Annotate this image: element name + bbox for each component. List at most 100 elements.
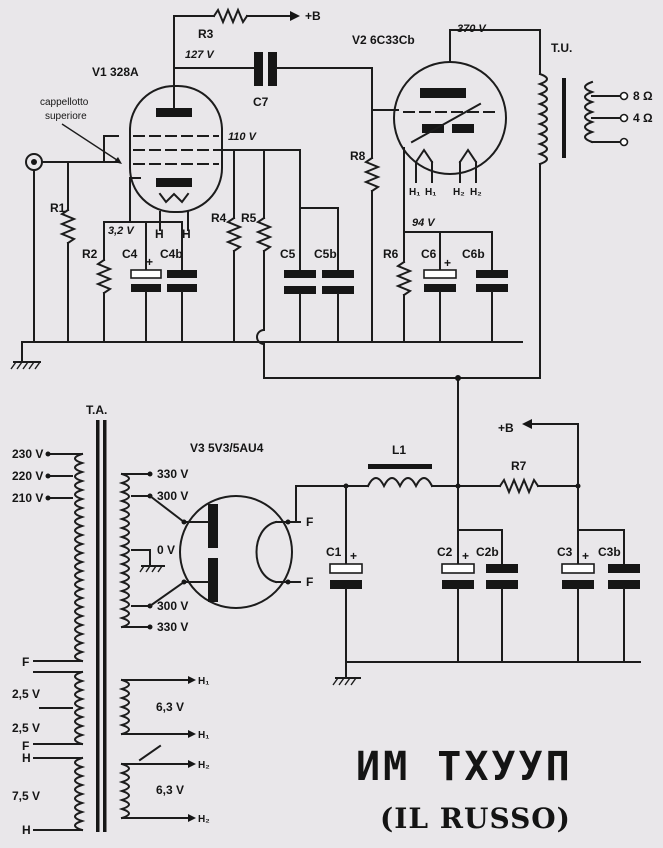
label-c6b: C6b <box>462 247 485 261</box>
label-r5: R5 <box>241 211 257 225</box>
ground-bus-lower <box>332 661 641 686</box>
bplus-bottom: +B <box>498 421 514 435</box>
note-line1: cappellotto <box>40 97 89 108</box>
label-tu: T.U. <box>551 41 572 55</box>
label-r2: R2 <box>82 247 98 261</box>
v2-h1-a: H₁ <box>409 187 420 198</box>
filament-winding-f: F 2,5 V 2,5 V F <box>12 655 86 753</box>
label-c3: C3 <box>557 545 573 559</box>
input-jack <box>25 153 105 343</box>
resistor-r1: R1 <box>50 161 77 343</box>
v3-f-top: F <box>306 515 313 529</box>
sec-h2-top: H₂ <box>198 760 210 771</box>
v2-cathode: 94 V R6 C6 + C6b <box>383 217 508 343</box>
choke-l1: L1 <box>366 443 501 489</box>
page-title: ИМ ТХУУП <box>356 744 573 790</box>
tube-v2: 370 V V2 6C33Cb H₁ H₁ H₂ H₂ <box>352 23 541 233</box>
tap-h-top: H <box>22 751 31 765</box>
tap-f-top: F <box>22 655 29 669</box>
v3-f-bottom: F <box>306 575 313 589</box>
tap-f-bottom: F <box>22 739 29 753</box>
primary-winding: 230 V 220 V 210 V <box>12 447 86 663</box>
filter-c2: C2 + C2b <box>437 485 518 663</box>
label-c7: C7 <box>253 95 269 109</box>
plus-c1: + <box>350 549 357 563</box>
label-r7: R7 <box>511 459 527 473</box>
label-r4: R4 <box>211 211 227 225</box>
v2-h2-a: H₂ <box>453 187 465 198</box>
tube-v3: V3 5V3/5AU4 F F <box>179 441 369 609</box>
tap-300-top: 300 V <box>157 489 188 503</box>
sec-h1-top: H₁ <box>198 676 209 687</box>
bplus-feed <box>263 375 541 487</box>
label-r1: R1 <box>50 201 66 215</box>
tube-v1: H H V1 328A <box>92 65 223 241</box>
tap-210: 210 V <box>12 491 43 505</box>
resistor-r8: R8 <box>350 67 399 343</box>
plus-c3: + <box>582 549 589 563</box>
v1-screen-network: 110 V R4 R5 C5 C5b <box>211 131 354 379</box>
tap-25a: 2,5 V <box>12 687 40 701</box>
sec-h1-bottom: H₁ <box>198 730 209 741</box>
v2-h1-b: H₁ <box>425 187 436 198</box>
label-r6: R6 <box>383 247 399 261</box>
label-v1: V1 328A <box>92 65 139 79</box>
label-c5b: C5b <box>314 247 337 261</box>
tap-220: 220 V <box>12 469 43 483</box>
tap-25b: 2,5 V <box>12 721 40 735</box>
heater-h-a: H <box>155 227 164 241</box>
v1-cathode: R2 3,2 V C4 + C4b <box>82 177 197 343</box>
voltage-110: 110 V <box>228 131 258 143</box>
label-ta: T.A. <box>86 403 107 417</box>
tap-75: 7,5 V <box>12 789 40 803</box>
note-line2: superiore <box>45 111 87 122</box>
plus-c2: + <box>462 549 469 563</box>
tap-330-top: 330 V <box>157 467 188 481</box>
tap-230: 230 V <box>12 447 43 461</box>
filter-c1: C1 + <box>326 483 363 663</box>
label-c2: C2 <box>437 545 453 559</box>
tap-0v: 0 V <box>157 543 175 557</box>
sec2-63v: 6,3 V <box>156 783 184 797</box>
label-l1: L1 <box>392 443 406 457</box>
label-c4: C4 <box>122 247 138 261</box>
heater-secondary-2: H₂ H₂ 6,3 V <box>118 744 210 825</box>
label-c1: C1 <box>326 545 342 559</box>
voltage-94: 94 V <box>412 217 436 229</box>
voltage-370: 370 V <box>457 23 487 35</box>
plus-c6: + <box>444 256 451 270</box>
label-r3: R3 <box>198 27 214 41</box>
resistor-r7: R7 +B <box>498 419 581 495</box>
tap-300-bottom: 300 V <box>157 599 188 613</box>
bplus-top: +B <box>305 9 321 23</box>
voltage-127: 127 V <box>185 49 215 61</box>
tap-h-bottom: H <box>22 823 31 837</box>
label-c3b: C3b <box>598 545 621 559</box>
label-v3: V3 5V3/5AU4 <box>190 441 264 455</box>
v2-h2-b: H₂ <box>470 187 482 198</box>
label-r8: R8 <box>350 149 366 163</box>
hv-secondary: 330 V 300 V 0 V 300 V 330 V <box>118 467 188 634</box>
filter-c3: C3 + C3b <box>557 485 640 663</box>
label-c6: C6 <box>421 247 437 261</box>
heater-winding-h: H 7,5 V H <box>12 751 86 837</box>
ground-bus-upper <box>10 341 523 370</box>
output-transformer: 8 Ω 4 Ω T.U. <box>537 29 653 379</box>
sec-h2-bottom: H₂ <box>198 814 210 825</box>
output-8ohm: 8 Ω <box>633 89 653 103</box>
power-transformer-core <box>96 420 107 832</box>
top-cap-lead: cappellotto superiore <box>40 97 122 164</box>
output-4ohm: 4 Ω <box>633 111 653 125</box>
label-c5: C5 <box>280 247 296 261</box>
tap-330-bottom: 330 V <box>157 620 188 634</box>
page-subtitle: (IL RUSSO) <box>380 802 571 835</box>
label-c4b: C4b <box>160 247 183 261</box>
plus-c4: + <box>146 255 153 269</box>
heater-secondary-1: H₁ H₁ 6,3 V <box>118 676 209 741</box>
heater-h-b: H <box>182 227 191 241</box>
voltage-32: 3,2 V <box>108 225 135 237</box>
v1-anode-network: +B R3 127 V C7 <box>173 7 373 109</box>
sec1-63v: 6,3 V <box>156 700 184 714</box>
label-c2b: C2b <box>476 545 499 559</box>
